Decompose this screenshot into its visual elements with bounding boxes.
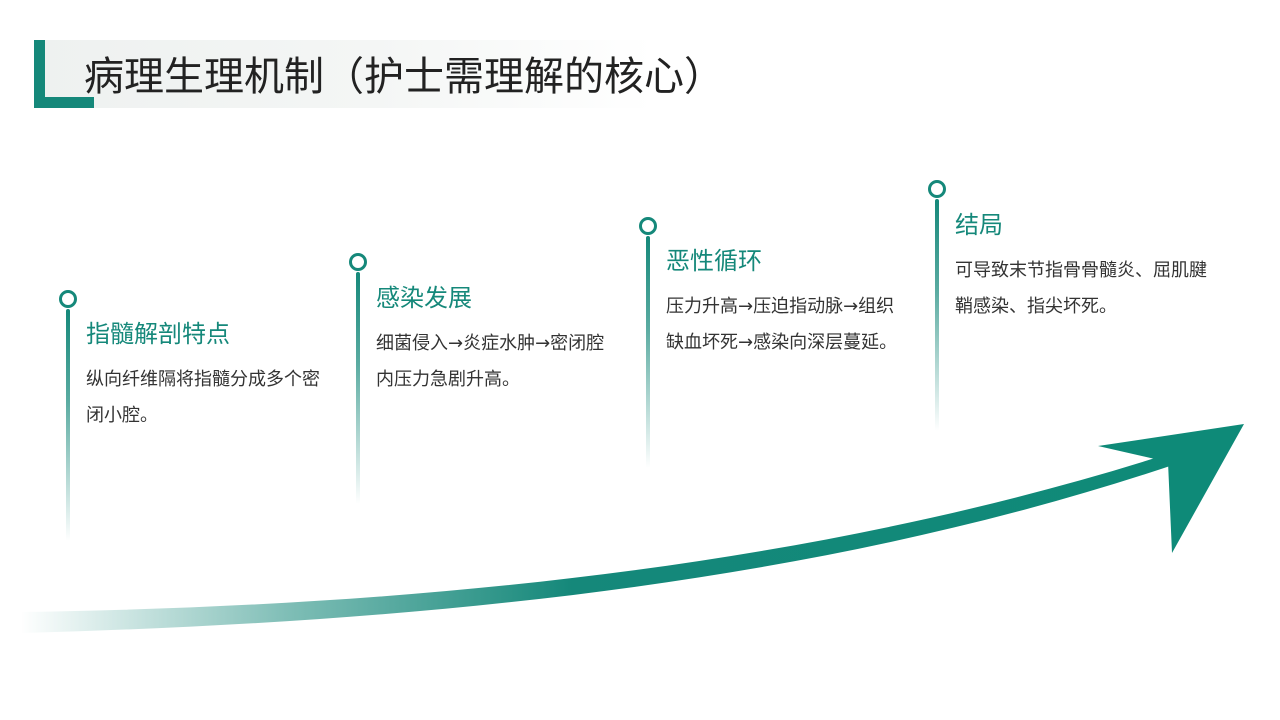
slide-title: 病理生理机制（护士需理解的核心） <box>84 54 724 100</box>
step-marker-icon <box>928 180 946 198</box>
step-description: 可导致末节指骨骨髓炎、屈肌腱鞘感染、指尖坏死。 <box>955 260 1207 317</box>
step-marker-icon <box>59 290 77 308</box>
step-marker-icon <box>639 217 657 235</box>
step-heading: 结局 <box>955 211 1003 239</box>
step-stem <box>646 236 650 468</box>
step-stem <box>935 199 939 431</box>
step-description: 压力升高→压迫指动脉→组织缺血坏死→感染向深层蔓延。 <box>666 296 898 353</box>
step-marker-icon <box>349 253 367 271</box>
arrow-head <box>1098 424 1244 553</box>
step-heading: 指髓解剖特点 <box>86 320 230 348</box>
arrow-body <box>22 453 1182 633</box>
step-description: 纵向纤维隔将指髓分成多个密闭小腔。 <box>86 369 320 426</box>
step-stem <box>66 309 70 541</box>
title-corner-accent <box>34 40 94 108</box>
step-heading: 恶性循环 <box>666 247 762 275</box>
step-heading: 感染发展 <box>376 284 472 312</box>
title-band <box>34 40 654 108</box>
step-stem <box>356 272 360 504</box>
step-description: 细菌侵入→炎症水肿→密闭腔内压力急剧升高。 <box>376 333 605 390</box>
